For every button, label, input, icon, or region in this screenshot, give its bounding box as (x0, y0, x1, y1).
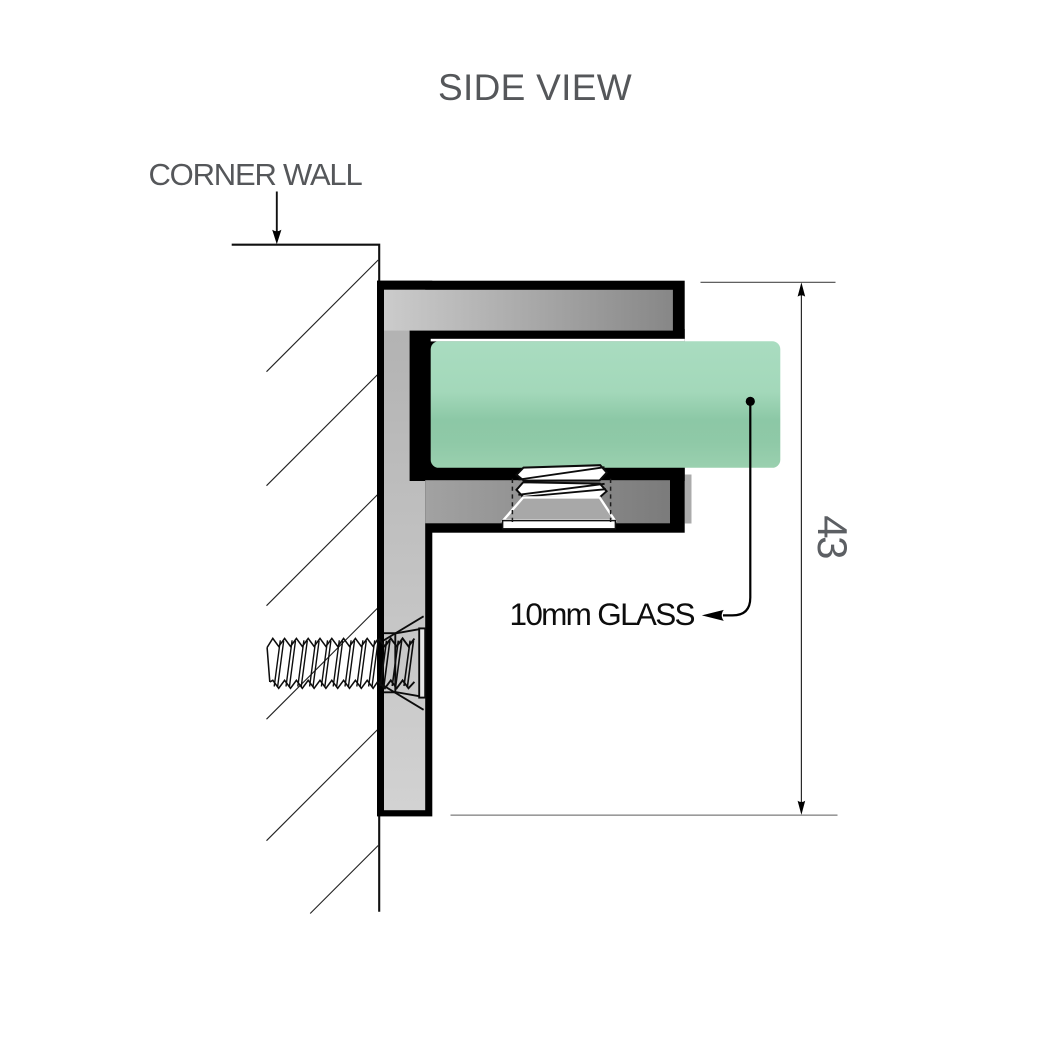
svg-text:SIDE VIEW: SIDE VIEW (438, 67, 632, 108)
svg-text:CORNER WALL: CORNER WALL (149, 157, 363, 192)
svg-text:43: 43 (809, 515, 856, 558)
svg-text:10mm GLASS: 10mm GLASS (510, 596, 695, 632)
